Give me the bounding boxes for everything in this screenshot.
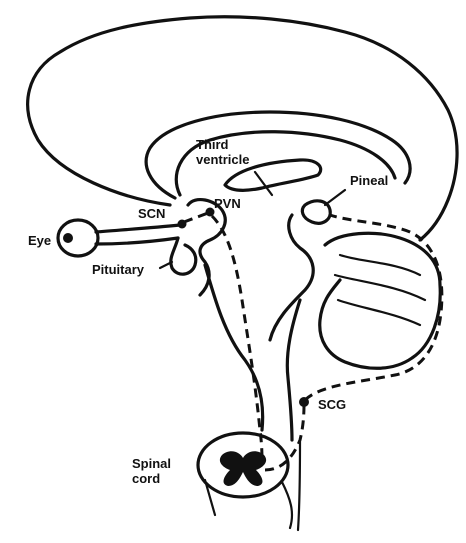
label-pineal: Pineal xyxy=(350,173,388,188)
spinal-cord-gray-matter xyxy=(220,451,266,486)
spinal-cord-lower-right xyxy=(282,482,292,528)
label-scg: SCG xyxy=(318,397,346,412)
label-scn: SCN xyxy=(138,206,165,221)
eye-pupil xyxy=(63,233,73,243)
brainstem-left xyxy=(205,265,263,430)
label-spinal-cord-line2: cord xyxy=(132,471,171,486)
cortex-outline xyxy=(28,17,457,240)
label-spinal-cord: Spinal cord xyxy=(132,456,171,486)
label-eye: Eye xyxy=(28,233,51,248)
spinal-scg-pathway xyxy=(265,405,304,470)
optic-nerve xyxy=(96,225,180,244)
scn-pvn-pathway xyxy=(184,213,208,222)
label-third-ventricle-line2: ventricle xyxy=(196,152,249,167)
label-pituitary: Pituitary xyxy=(92,262,144,277)
label-third-ventricle: Third ventricle xyxy=(196,137,249,167)
label-spinal-cord-line1: Spinal xyxy=(132,456,171,471)
pituitary-gland xyxy=(171,238,196,274)
label-third-ventricle-line1: Third xyxy=(196,137,249,152)
pineal-pointer xyxy=(325,190,345,205)
third-ventricle-pointer xyxy=(255,172,272,195)
label-pvn: PVN xyxy=(214,196,241,211)
cerebellum-fold xyxy=(335,255,425,325)
midbrain-outline xyxy=(270,215,313,340)
scg-ganglion xyxy=(299,397,309,407)
pvn-spinal-pathway xyxy=(212,216,262,462)
spinal-root xyxy=(298,440,300,530)
brainstem-right xyxy=(287,300,300,440)
